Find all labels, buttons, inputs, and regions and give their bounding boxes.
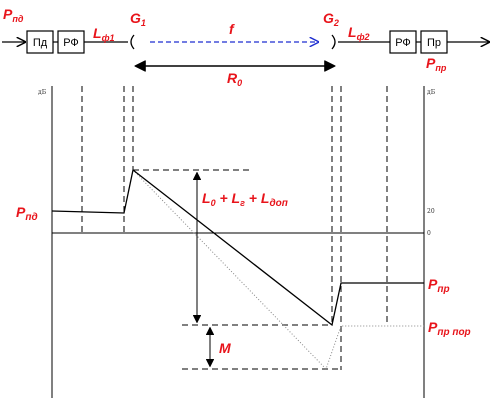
tick-20: 20 — [427, 208, 435, 215]
label-p-pr-right: Pпр — [428, 276, 450, 295]
label-p-pr-por: Pпр пор — [428, 319, 471, 338]
left-axis-unit: дБ — [38, 89, 47, 96]
threshold-level-line — [132, 169, 424, 370]
label-g2: G2 — [323, 10, 339, 28]
label-p-pr-top: Pпр — [426, 55, 447, 73]
label-f: f — [229, 21, 235, 37]
signal-level-line — [51, 168, 424, 327]
transmitter-box-label: Пд — [33, 37, 48, 49]
label-p-pd-top: Pпд — [3, 6, 24, 24]
receiver-box-label: Пр — [427, 37, 441, 49]
antenna-g2-icon — [331, 34, 344, 50]
label-l-f1: Lф1 — [93, 25, 115, 43]
tick-0: 0 — [427, 230, 431, 237]
label-g1: G1 — [130, 10, 146, 28]
label-p-pd-left: Pпд — [16, 204, 38, 223]
right-axis-unit: дБ — [427, 89, 436, 96]
block-chain: Пд РФ РФ Пр — [2, 30, 489, 66]
level-diagram: дБ дБ 20 0 — [38, 86, 436, 398]
filter-box-left-label: РФ — [63, 37, 79, 49]
loss-formula: L0 + Lг + Lдоп — [202, 190, 288, 209]
filter-box-right-label: РФ — [395, 37, 411, 49]
antenna-g1-icon — [122, 34, 135, 50]
label-r0: R0 — [227, 70, 242, 88]
label-m: M — [219, 340, 231, 356]
label-l-f2: Lф2 — [348, 24, 370, 42]
